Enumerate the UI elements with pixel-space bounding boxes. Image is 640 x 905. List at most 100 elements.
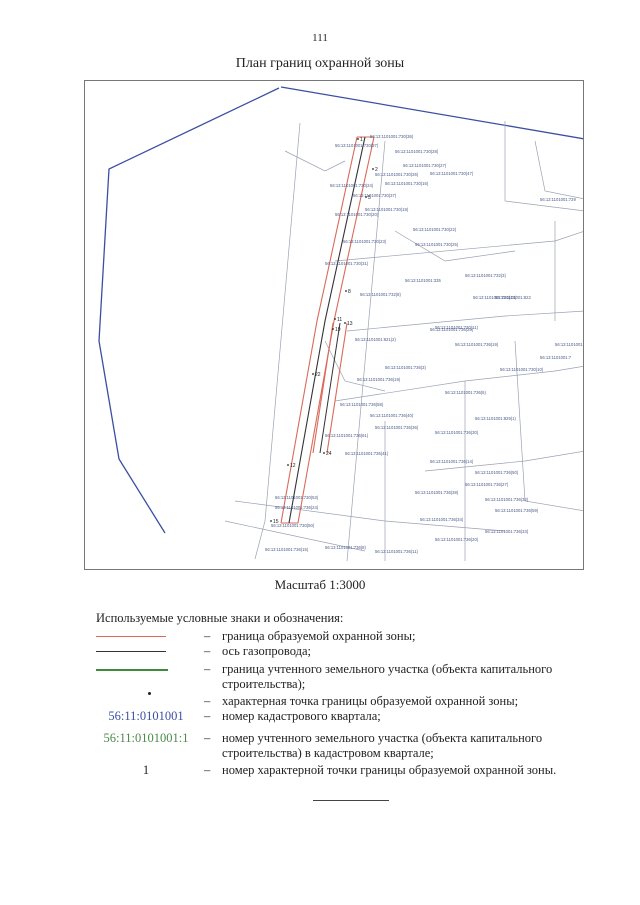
cadastral-label: 56:13:1101001:730(11) (435, 325, 479, 330)
quarter-boundary (98, 87, 280, 534)
cadastral-map: 56:13:1101001:730(36) 56:13:1101001:730(3… (84, 80, 584, 570)
quarter-boundary-top (280, 86, 583, 140)
boundary-point (334, 318, 336, 320)
cadastral-label: 56:13:1101001:730(26) (375, 172, 419, 177)
boundary-point (287, 464, 289, 466)
cadastral-label: 56:13:1101001:736(8) (325, 545, 367, 550)
boundary-point-number: 22 (315, 372, 321, 378)
cadastral-label: 56:13:1101001:729 (540, 197, 576, 202)
gas-pipeline-branch-axis (319, 322, 341, 454)
legend-text: ось газопровода; (222, 644, 312, 658)
cadastral-label: 56:13:1101001:736(19) (357, 377, 401, 382)
cadastral-label: 56:13:1101001:335 (405, 278, 441, 283)
legend-dash: – (204, 709, 211, 723)
cadastral-label: 56:13:1101001 (555, 342, 583, 347)
cadastral-label: 56:13:1101001:736(20) (435, 537, 479, 542)
cadastral-label: 56:13:1101001:730(31) (325, 261, 369, 266)
cadastral-label: 56:13:1101001:732(8) (360, 292, 402, 297)
boundary-point-number: 19 (335, 327, 341, 333)
boundary-point-number: 13 (347, 321, 353, 327)
cadastral-label: 56:13:1101001:730(20) (335, 212, 379, 217)
cadastral-label: 56:13:1101001:736(11) (375, 549, 419, 554)
page-number: 111 (312, 32, 328, 44)
boundary-point-number: 1 (360, 137, 363, 143)
boundary-point-number: 12 (290, 463, 296, 469)
black-line-symbol (96, 651, 166, 652)
cadastral-label: 56:13:1101001:736(30) (435, 430, 479, 435)
map-scale: Масштаб 1:3000 (274, 577, 366, 592)
bottom-rule (313, 800, 389, 801)
red-line-symbol (96, 636, 166, 637)
cadastral-label: 56:13:1101001:736(40) (370, 413, 414, 418)
legend-text: граница образуемой охранной зоны; (222, 629, 416, 643)
cadastral-label: 56:13:1101001:7 (540, 355, 572, 360)
cadastral-label: 56:13:1101001:730(13) (473, 295, 517, 300)
boundary-point (332, 328, 334, 330)
cadastral-label: 56:13:1101001:730(10) (500, 367, 544, 372)
legend-text: характерная точка границы образуемой охр… (222, 694, 519, 708)
map-canvas: 56:13:1101001:730(36) 56:13:1101001:730(3… (98, 86, 583, 562)
green-line-symbol (96, 669, 168, 671)
cadastral-label: 56:13:1101001:736(34) (420, 517, 464, 522)
cadastral-label: 56:13:1101001:736(19) (455, 342, 499, 347)
point-number-sample: 1 (142, 763, 150, 777)
boundary-point (357, 138, 359, 140)
cadastral-label: 56:13:1101001:730(37) (335, 143, 379, 148)
parcel-boundaries (224, 121, 583, 562)
boundary-point (323, 452, 325, 454)
cadastral-label: 56:13:1101001:730(22) (413, 227, 457, 232)
cadastral-label: 56:13:1101001:736(36) (375, 425, 419, 430)
cadastral-label: 56:13:1101001:822 (495, 295, 531, 300)
legend-dash: – (204, 629, 211, 643)
cadastral-label: 56:13:1101001:730(47) (430, 171, 474, 176)
legend-heading: Используемые условные знаки и обозначени… (96, 611, 344, 625)
quarter-number-sample: 56:11:0101001 (108, 709, 184, 723)
boundary-point (365, 196, 367, 198)
cadastral-label: 56:13:1101001:732(3) (465, 273, 507, 278)
legend-dash: – (204, 662, 211, 676)
legend-dash: – (204, 694, 211, 708)
cadastral-label: 56:13:1101001:730(28) (395, 149, 439, 154)
boundary-point (344, 322, 346, 324)
cadastral-label: 56:13:1101001:736(32) (485, 497, 529, 502)
legend-dash: – (204, 644, 211, 658)
protection-zone-branch (312, 322, 348, 454)
cadastral-label: 56:13:1101001:829(1) (475, 416, 517, 421)
cadastral-label: 56:13:1101001:736(33) (485, 529, 529, 534)
cadastral-label: 56:13:1101001:730(16) (385, 181, 429, 186)
cadastral-label: 56:13:1101001:730(50) (271, 523, 315, 528)
legend-text: номер учтенного земельного участка (объе… (222, 731, 543, 760)
boundary-point (312, 373, 314, 375)
cadastral-label: 56:13:1101001:736(24) (275, 505, 319, 510)
legend-text: номер характерной точки границы образуем… (222, 763, 557, 777)
legend-dash: – (204, 731, 211, 745)
cadastral-label: 56:13:1101001:730(24) (330, 183, 374, 188)
boundary-point-number: 8 (348, 289, 351, 295)
cadastral-labels: 56:13:1101001:730(36) 56:13:1101001:730(3… (265, 134, 583, 554)
cadastral-label: 56:13:1101001:730(37) (353, 193, 397, 198)
page-title: План границ охранной зоны (235, 56, 405, 71)
boundary-point-number: 5 (368, 195, 371, 201)
boundary-point (270, 520, 272, 522)
boundary-point-number: 15 (273, 519, 279, 525)
cadastral-label: 56:13:1101001:730(53) (275, 495, 319, 500)
legend-text: граница учтенного земельного участка (об… (222, 662, 553, 691)
cadastral-label: 56:13:1101001:736(38) (415, 490, 459, 495)
cadastral-label: 56:13:1101001:736(25) (430, 327, 474, 332)
cadastral-label: 56:13:1101001:736(61) (325, 433, 369, 438)
cadastral-label: 56:13:1101001:730(25) (415, 242, 459, 247)
parcel-number-sample: 56:11:0101001:1 (103, 731, 189, 745)
cadastral-label: 56:13:1101001:736(50) (475, 470, 519, 475)
boundary-point-number: 11 (337, 317, 342, 323)
cadastral-label: 56:13:1101001:730(36) (370, 134, 414, 139)
cadastral-label: 56:13:1101001:736(41) (345, 451, 389, 456)
legend-text: номер кадастрового квартала; (222, 709, 381, 723)
cadastral-label: 56:13:1101001:730(27) (403, 163, 447, 168)
cadastral-label: 56:13:1101001:730(18) (365, 207, 409, 212)
cadastral-label: 56:13:1101001:736(5) (445, 390, 487, 395)
cadastral-label: 56:13:1101001:736(14) (430, 459, 474, 464)
boundary-point-number: 2 (375, 167, 378, 173)
cadastral-label: 56:13:1101001:736(3) (385, 365, 427, 370)
boundary-point-number: 24 (326, 451, 332, 457)
gas-pipeline-axis (288, 136, 366, 524)
